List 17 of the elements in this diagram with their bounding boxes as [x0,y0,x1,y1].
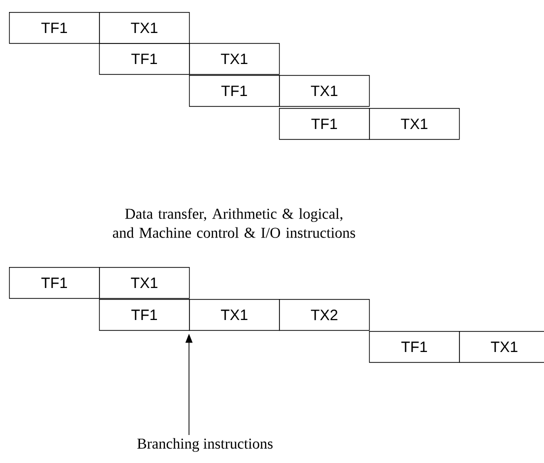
timing-cell: TF1 [9,267,100,299]
caption-text: Data transfer, Arithmetic & logical, and Machine control & I/O instructions [112,208,356,238]
timing-cell: TX1 [459,331,544,363]
timing-cell: TX1 [279,75,370,107]
timing-cell: TX1 [189,43,280,75]
timing-cell: TX1 [99,12,190,44]
timing-cell: TX1 [189,299,280,331]
timing-cell: TX1 [369,108,460,140]
timing-cell: TF1 [189,75,280,107]
timing-cell: TF1 [99,43,190,75]
timing-cell: TF1 [99,299,190,331]
timing-cell: TX1 [99,267,190,299]
caption-text: Branching instructions [137,438,273,452]
timing-cell: TF1 [369,331,460,363]
timing-cell: TF1 [279,108,370,140]
timing-cell: TF1 [9,12,100,44]
timing-cell: TX2 [279,299,370,331]
